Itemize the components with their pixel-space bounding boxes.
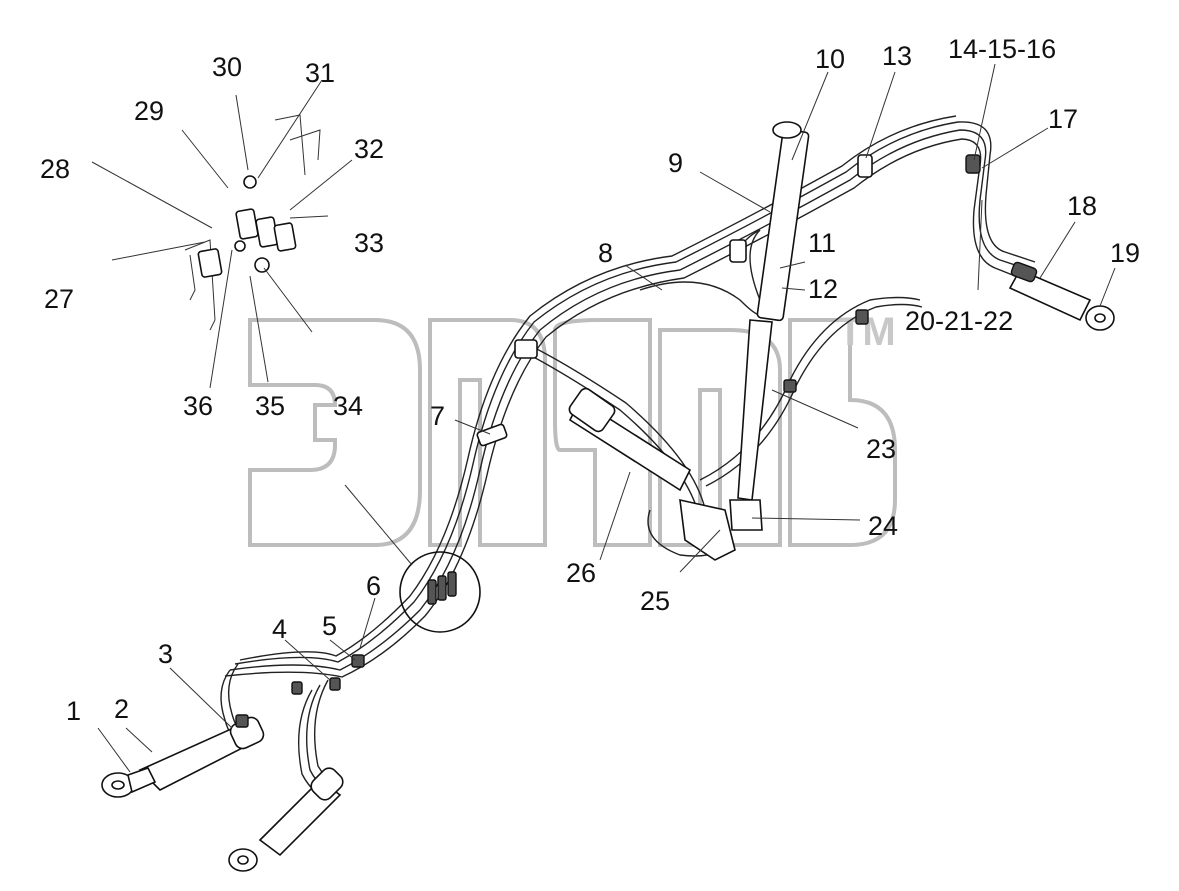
callout-13: 13 — [882, 41, 912, 71]
circle-detail-marker — [399, 551, 481, 633]
valve-block-detail — [184, 114, 321, 331]
cylinder-vertical — [729, 121, 810, 531]
callout-9: 9 — [668, 148, 683, 178]
leader-lines — [91, 63, 1116, 773]
callout-5: 5 — [322, 611, 337, 641]
callout-35: 35 — [255, 391, 285, 421]
callout-32: 32 — [354, 134, 384, 164]
callout-3: 3 — [158, 639, 173, 669]
callout-8: 8 — [598, 238, 613, 268]
callout-25: 25 — [640, 586, 670, 616]
callout-34: 34 — [333, 391, 363, 421]
callout-1: 1 — [66, 696, 81, 726]
callout-18: 18 — [1067, 191, 1097, 221]
cylinder-bottom — [228, 767, 344, 872]
callout-7: 7 — [430, 401, 445, 431]
callout-10: 10 — [815, 44, 845, 74]
callout-24: 24 — [868, 511, 898, 541]
circle-detail-content — [427, 571, 457, 605]
callout-6: 6 — [366, 571, 381, 601]
callout-14-15-16: 14-15-16 — [948, 34, 1056, 64]
callout-17: 17 — [1048, 104, 1078, 134]
callout-28: 28 — [40, 154, 70, 184]
callout-12: 12 — [808, 274, 838, 304]
callout-2: 2 — [114, 694, 129, 724]
callout-30: 30 — [212, 52, 242, 82]
callout-27: 27 — [44, 284, 74, 314]
callout-33: 33 — [354, 228, 384, 258]
cylinder-right — [1008, 261, 1115, 331]
clamps — [235, 154, 981, 728]
callouts: 1 2 3 4 5 6 7 8 9 10 11 12 13 14-15-16 1… — [40, 34, 1140, 726]
callout-23: 23 — [866, 434, 896, 464]
callout-36: 36 — [183, 391, 213, 421]
callout-11: 11 — [808, 228, 836, 258]
callout-26: 26 — [566, 558, 596, 588]
callout-19: 19 — [1110, 238, 1140, 268]
callout-31: 31 — [305, 58, 335, 88]
callout-20-21-22: 20-21-22 — [905, 306, 1013, 336]
watermark-logo: TM — [248, 310, 897, 547]
cylinder-middle — [568, 387, 736, 561]
callout-29: 29 — [134, 96, 164, 126]
callout-4: 4 — [272, 614, 287, 644]
